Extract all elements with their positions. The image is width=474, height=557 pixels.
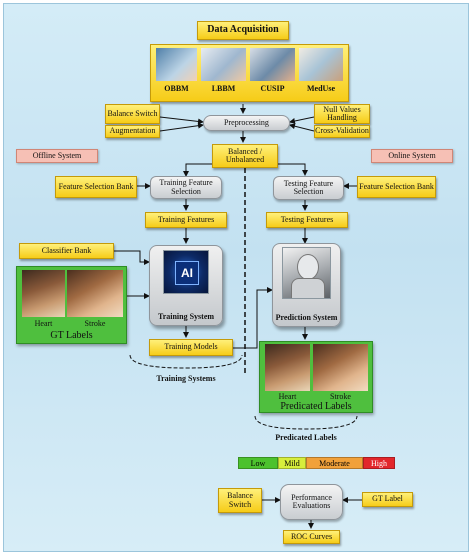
training-system-label: Training System (157, 311, 215, 321)
stroke-patient-image (67, 270, 123, 317)
predicted-stroke-image (313, 344, 368, 391)
balanced-unbalanced-box: Balanced / Unbalanced (212, 144, 278, 168)
ai-chip-label: AI (175, 261, 199, 285)
online-system-label: Online System (371, 149, 453, 163)
arrow-null-values (289, 116, 315, 124)
roc-curves-box: ROC Curves (283, 530, 340, 544)
test-feature-bank-box: Feature Selection Bank (357, 176, 436, 198)
training-systems-caption: Training Systems (156, 374, 216, 383)
dataset-cusip-label: CUSIP (260, 84, 285, 93)
arrow-classifier-bank (114, 250, 150, 265)
prediction-system-label: Prediction System (275, 312, 338, 322)
predicted-heart-label: Heart (278, 392, 297, 401)
training-feature-selection-node: Training Feature Selection (150, 176, 222, 199)
data-acquisition-title: Data Acquisition (197, 21, 289, 40)
dataset-meduse-label: MedUse (307, 84, 335, 93)
brace-predicated-labels (254, 415, 358, 430)
performance-evaluations-node: Performance Evaluations (280, 484, 343, 520)
arrow-models-to-prediction (233, 287, 273, 349)
arrow-balanced-left (183, 163, 212, 177)
arrow-augmentation (159, 122, 204, 132)
severity-high: High (363, 457, 395, 469)
train-feature-bank-box: Feature Selection Bank (55, 176, 137, 198)
cross-validation-box: Cross-Validation (314, 125, 370, 138)
predicated-labels-title: Predicated Labels (280, 401, 352, 412)
dataset-cusip-image (250, 48, 295, 81)
arrow-cross-validation (289, 123, 315, 132)
gt-labels-title: GT Labels (50, 330, 93, 341)
offline-system-label: Offline System (16, 149, 98, 163)
eval-gt-label-box: GT Label (362, 492, 413, 507)
testing-features-box: Testing Features (266, 212, 348, 228)
heart-patient-image (22, 270, 65, 317)
dataset-meduse-image (299, 48, 343, 81)
gt-heart-label: Heart (34, 319, 53, 328)
robot-icon (282, 247, 331, 299)
null-values-box: Null Values Handling (314, 104, 370, 124)
arrow-balanced-right (278, 163, 308, 176)
gt-stroke-label: Stroke (84, 319, 106, 328)
dataset-lbbm-image (201, 48, 246, 81)
arrow-balance-switch (159, 116, 204, 125)
severity-low: Low (238, 457, 278, 469)
training-models-box: Training Models (149, 339, 233, 356)
predicted-heart-image (265, 344, 310, 391)
dataset-obbm-image (156, 48, 197, 81)
testing-feature-selection-node: Testing Feature Selection (273, 176, 344, 200)
severity-mild: Mild (278, 457, 306, 469)
ai-chip-icon: AI (163, 250, 209, 294)
predicted-stroke-label: Stroke (330, 392, 351, 401)
classifier-bank-box: Classifier Bank (19, 243, 114, 259)
severity-moderate: Moderate (306, 457, 363, 469)
balance-switch-box: Balance Switch (105, 104, 160, 124)
dataset-obbm-label: OBBM (164, 84, 189, 93)
augmentation-box: Augmentation (105, 125, 160, 138)
brace-training-systems (129, 354, 243, 369)
training-features-box: Training Features (145, 212, 227, 228)
dataset-lbbm-label: LBBM (211, 84, 236, 93)
preprocessing-node: Preprocessing (203, 115, 290, 131)
predicated-labels-caption: Predicated Labels (275, 433, 337, 442)
eval-balance-switch-box: Balance Switch (218, 488, 262, 513)
